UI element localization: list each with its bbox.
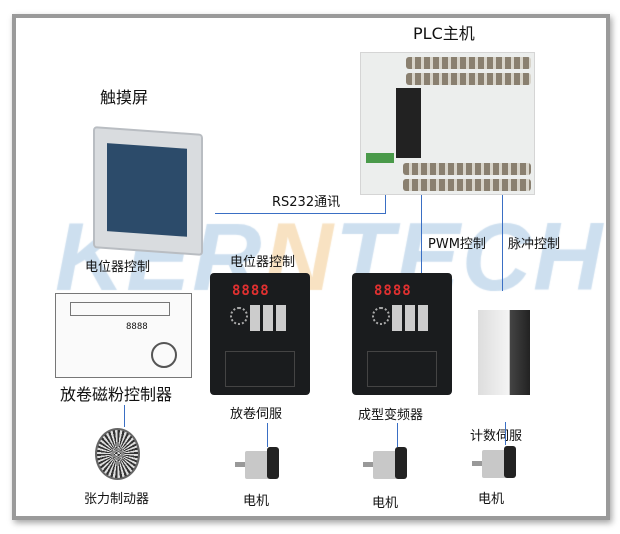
potentiometer-label-left: 电位器控制: [85, 260, 151, 275]
motor-line-3: [505, 422, 506, 445]
motor-label: 电机: [478, 492, 505, 507]
controller-display: 8888: [126, 322, 148, 332]
forming-inverter-image: 8888: [352, 273, 452, 395]
motor-icon: [235, 447, 280, 481]
inverter-display: 8888: [374, 283, 412, 299]
pulse-label: 脉冲控制: [508, 237, 561, 252]
touchscreen-image: [93, 126, 203, 256]
magnetic-powder-controller-image: 8888: [55, 293, 192, 378]
hmi-title: 触摸屏: [100, 88, 149, 107]
motor-icon: [363, 447, 408, 481]
unwind-servo-drive-image: 8888: [210, 273, 310, 395]
motor-line-2: [397, 423, 398, 447]
potentiometer-label-mid: 电位器控制: [230, 255, 296, 270]
tension-brake-image: [95, 428, 140, 480]
counting-servo-label: 计数伺服: [470, 429, 523, 444]
unwind-servo-label: 放卷伺服: [230, 407, 283, 422]
brake-line: [124, 405, 125, 427]
tension-brake-label: 张力制动器: [84, 492, 150, 507]
motor-label: 电机: [243, 494, 270, 509]
magnetic-controller-label: 放卷磁粉控制器: [60, 385, 173, 404]
motor-label: 电机: [372, 496, 399, 511]
plc-image: [360, 52, 535, 195]
plc-title: PLC主机: [413, 24, 475, 43]
rs232-line-vertical: [385, 195, 386, 214]
motor-icon: [472, 446, 517, 480]
rs232-label: RS232通讯: [272, 195, 341, 210]
pwm-label: PWM控制: [428, 237, 486, 252]
pulse-line: [502, 195, 503, 291]
pwm-line: [421, 195, 422, 311]
counting-servo-drive-image: [478, 310, 530, 395]
rs232-line: [215, 213, 386, 214]
forming-inverter-label: 成型变频器: [358, 408, 424, 423]
motor-line-1: [267, 423, 268, 447]
inverter-display: 8888: [232, 283, 270, 299]
